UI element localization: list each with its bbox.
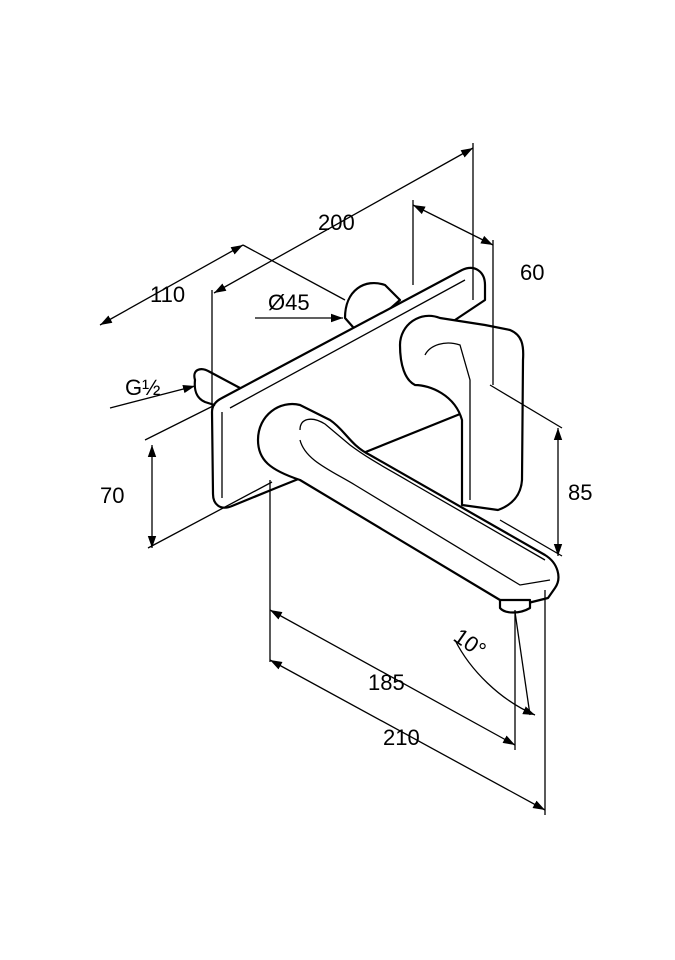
faucet-body [193, 266, 560, 614]
dim-185-label: 185 [368, 670, 405, 695]
angle-10-label: 10° [449, 623, 491, 663]
dim-110-label: 110 [150, 282, 185, 307]
dim-85-label: 85 [568, 480, 592, 505]
lever-edge [424, 342, 471, 500]
dimension-lines [99, 143, 563, 815]
thread-label: G½ [125, 375, 160, 400]
spout-top-edge [299, 418, 551, 586]
dim-diameter-label: Ø45 [268, 290, 310, 315]
dim-60-label: 60 [520, 260, 544, 285]
spout [256, 402, 560, 607]
plate-inner-edge [221, 279, 466, 498]
dim-200-label: 200 [318, 210, 355, 235]
dim-210-label: 210 [383, 725, 420, 750]
dim-70-label: 70 [100, 483, 124, 508]
